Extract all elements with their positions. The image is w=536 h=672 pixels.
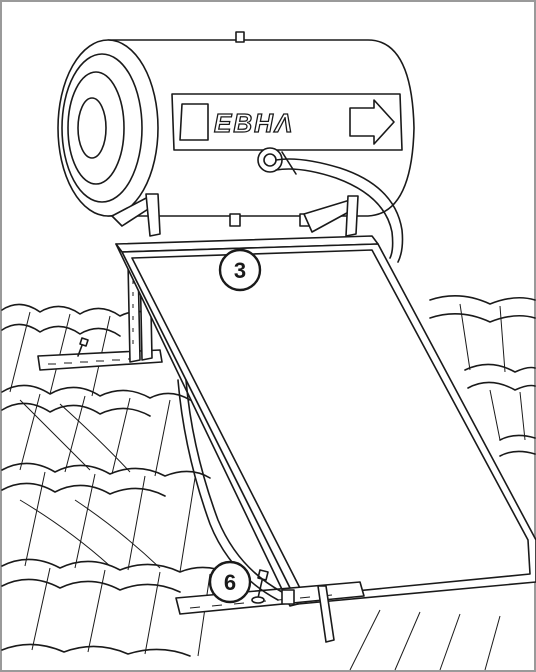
callout-3: 3 bbox=[218, 248, 262, 292]
tank-end-cap bbox=[57, 39, 159, 217]
brand-logo: ΕΒΗΛ bbox=[214, 108, 294, 138]
callout-6: 6 bbox=[208, 560, 252, 604]
tank-brackets bbox=[111, 193, 359, 237]
callout-3-label: 3 bbox=[234, 258, 246, 283]
logo-arrow bbox=[349, 99, 395, 145]
mounting-rail-lower bbox=[175, 569, 365, 643]
callout-6-circle bbox=[208, 560, 252, 604]
logo-plate bbox=[171, 93, 403, 151]
tank-vent bbox=[235, 31, 245, 43]
connecting-pipe bbox=[275, 151, 404, 263]
solar-collector-panel bbox=[115, 235, 536, 607]
callout-3-circle bbox=[218, 248, 262, 292]
storage-tank: ΕΒΗΛ bbox=[57, 31, 415, 227]
callout-6-label: 6 bbox=[224, 570, 236, 595]
